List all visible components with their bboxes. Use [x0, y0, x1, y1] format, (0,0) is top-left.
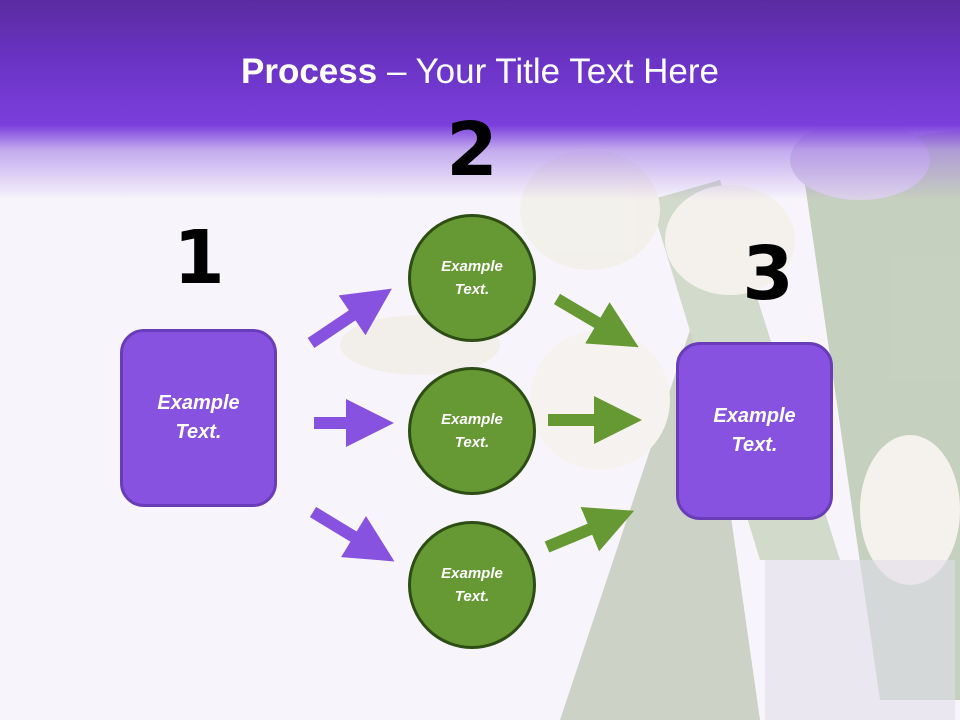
arrow-up-right-purple	[307, 288, 392, 348]
arrow-down-right-purple	[309, 506, 395, 562]
step-number-1: 1	[173, 215, 225, 301]
slide-title: Process – Your Title Text Here	[0, 52, 960, 92]
step-3-box: Example Text.	[676, 342, 833, 520]
step-1-text: Example Text.	[157, 392, 240, 443]
arrow-down-right-green	[553, 293, 639, 348]
circle-text: Example Text.	[441, 258, 503, 298]
step-number-2: 2	[446, 107, 498, 193]
title-bold: Process	[241, 52, 378, 91]
step-3-text: Example Text.	[713, 405, 796, 456]
step-2-circle-1: Example Text.	[408, 214, 536, 342]
title-bar	[0, 0, 960, 200]
step-2-circle-2: Example Text.	[408, 367, 536, 495]
arrow-up-right-green	[544, 507, 635, 553]
step-number-3: 3	[742, 231, 794, 317]
title-rest: – Your Title Text Here	[377, 52, 719, 91]
circle-text: Example Text.	[441, 565, 503, 605]
step-1-box: Example Text.	[120, 329, 277, 507]
step-2-circle-3: Example Text.	[408, 521, 536, 649]
circle-text: Example Text.	[441, 411, 503, 451]
